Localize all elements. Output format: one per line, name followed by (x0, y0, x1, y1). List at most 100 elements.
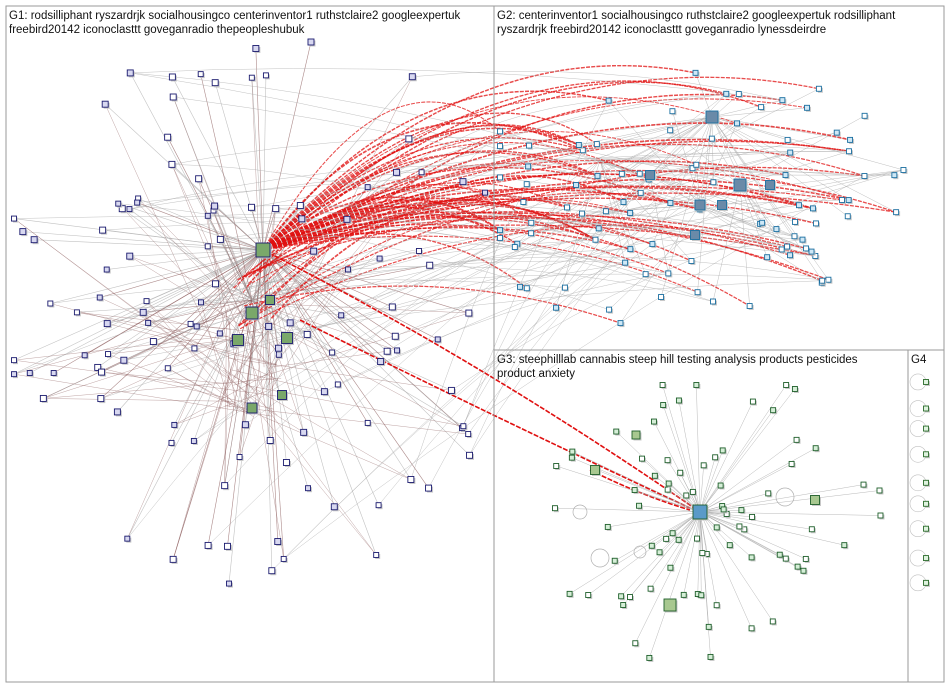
group-title-g1-line1: G1: rodsilliphant ryszardrjk socialhousi… (9, 10, 461, 22)
edge-g1 (174, 249, 264, 426)
edge-g1-g2-gray (224, 237, 501, 486)
node-g2 (649, 241, 656, 248)
node-g1 (224, 542, 231, 550)
edge-g1 (251, 264, 430, 301)
node-g1 (139, 308, 147, 316)
node-g1 (97, 395, 105, 403)
node-g2 (523, 181, 530, 188)
node-g1 (120, 356, 128, 364)
node-g2 (618, 170, 625, 177)
node-g1 (373, 552, 380, 558)
group-title-g3-line2: product anxiety (497, 368, 575, 380)
edge-g1-g2-gray (251, 150, 849, 208)
edge-g1-g2-gray (421, 93, 727, 173)
edge-g1-cross (13, 373, 272, 417)
node-g2 (688, 258, 695, 264)
edge-g1 (122, 208, 253, 301)
node-g2 (746, 303, 753, 309)
node-g1 (320, 388, 328, 396)
node-g3 (694, 535, 700, 542)
node-g1 (168, 160, 176, 168)
node-g3 (776, 551, 783, 558)
edge-g1-g2-gray (200, 260, 626, 303)
node-g2 (637, 189, 644, 196)
node-g1 (275, 351, 282, 358)
node-g1 (338, 312, 345, 319)
group-title-g2-line2: ryszardrjk freebird20142 iconoclasttt go… (497, 24, 826, 36)
node-g2 (497, 234, 503, 241)
edge-g3 (699, 484, 864, 513)
node-g3 (693, 382, 700, 388)
edge-g1-cross (196, 301, 229, 327)
edge-g1-g2 (262, 64, 696, 251)
node-g1 (197, 71, 204, 78)
self-loop (633, 545, 647, 559)
edge-g1 (84, 249, 264, 356)
node-g2 (694, 289, 701, 296)
node-g1 (99, 226, 107, 234)
edge-g1-cross (251, 77, 265, 368)
node-g2 (803, 245, 810, 252)
node-g1 (190, 437, 197, 444)
edge-g1 (106, 249, 264, 270)
node-hub-g2 (690, 230, 700, 240)
edge-g2 (711, 107, 808, 118)
node-g1 (164, 365, 171, 372)
node-g3 (719, 447, 726, 454)
node-g2 (819, 277, 826, 284)
node-g1 (241, 421, 249, 429)
node-g2 (520, 199, 527, 205)
node-g2 (784, 243, 791, 250)
node-g2 (667, 127, 674, 134)
edge-g1-g2 (262, 130, 697, 251)
node-g1 (164, 133, 172, 141)
edge-g1-g2-gray (421, 158, 786, 176)
node-g2 (795, 202, 802, 209)
edge-g2 (649, 174, 817, 224)
edge-g1-cross (244, 395, 377, 556)
node-g1 (226, 580, 232, 587)
edge-g1-g2-gray (207, 93, 727, 546)
node-hub-g1 (246, 402, 258, 414)
node-g3 (665, 480, 672, 487)
node-g3 (618, 593, 625, 600)
edge-g3 (569, 511, 701, 595)
node-g1 (221, 482, 229, 490)
node-g3 (689, 488, 696, 495)
node-g3-large (631, 430, 641, 440)
node-g2 (692, 69, 699, 76)
edge-g1-g2 (262, 232, 528, 289)
node-g1 (204, 243, 211, 250)
edge-g3 (699, 490, 880, 513)
node-g1 (434, 336, 441, 343)
edge-g1-g2 (262, 122, 851, 251)
node-g1 (212, 280, 219, 288)
node-g3-large (663, 598, 677, 612)
node-g1 (191, 345, 198, 352)
node-g1 (459, 178, 467, 186)
node-g2 (511, 244, 518, 251)
node-hub-g2 (733, 178, 747, 192)
node-g2 (799, 236, 806, 243)
edge-g3 (697, 511, 701, 595)
node-g1 (376, 255, 383, 262)
node-g2 (758, 104, 765, 111)
node-g2 (606, 306, 613, 313)
edge-g1-cross (222, 369, 411, 480)
node-g1 (407, 476, 415, 483)
edge-g1 (255, 48, 264, 251)
node-g3 (636, 502, 642, 509)
edge-g1 (207, 215, 253, 301)
edge-g1-g2-gray (412, 70, 783, 101)
edge-g1-g2-gray (387, 152, 791, 352)
edge-g1-cross (213, 210, 251, 319)
node-g1 (466, 451, 473, 459)
node-g1 (30, 236, 38, 244)
node-g2 (825, 276, 832, 283)
edge-g1 (148, 299, 253, 324)
node-g1 (98, 368, 106, 376)
node-g3 (876, 487, 883, 494)
node-g1 (103, 320, 111, 328)
node-g1 (105, 351, 111, 358)
edge-g2 (649, 132, 837, 176)
